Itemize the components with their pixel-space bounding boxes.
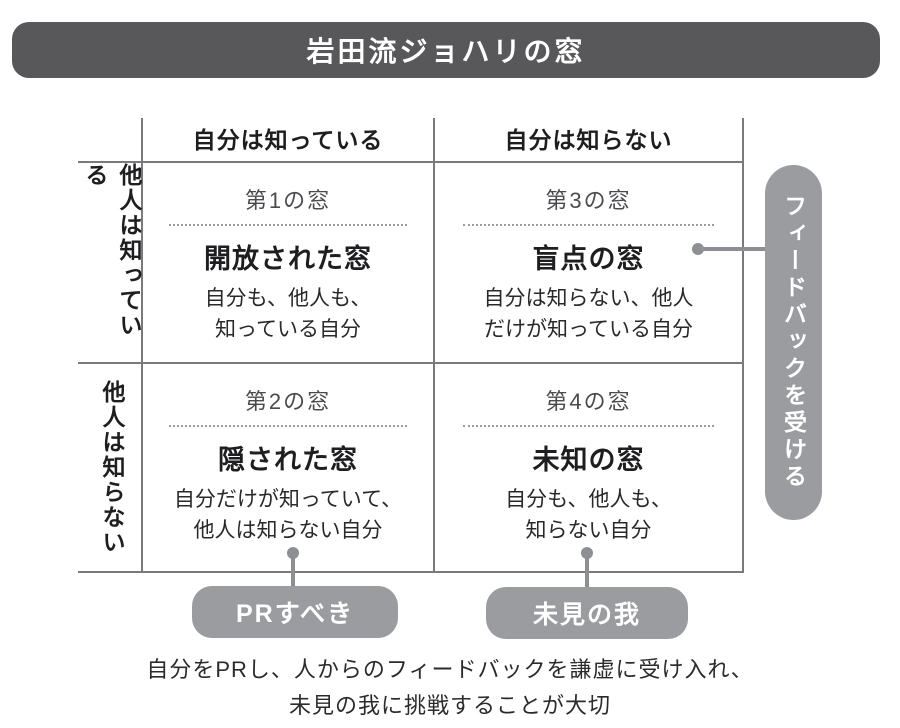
quadrant-unknown-window: 第4の窓 未知の窓 自分も、他人も、 知らない自分 [435, 364, 742, 570]
dotted-divider [462, 224, 715, 226]
feedback-callout-label: フィードバックを受ける [780, 194, 807, 491]
quadrant-number: 第4の窓 [545, 389, 632, 414]
quadrant-open-window: 第1の窓 開放された窓 自分も、他人も、 知っている自分 [143, 163, 433, 361]
quadrant-number: 第2の窓 [244, 389, 332, 414]
quadrant-name: 未知の窓 [532, 445, 645, 475]
grid-hline-middle [78, 362, 744, 364]
connector-line-feedback [698, 247, 766, 251]
grid-vline-right [742, 118, 744, 573]
quadrant-blind-spot-window: 第3の窓 盲点の窓 自分は知らない、他人 だけが知っている自分 [435, 163, 742, 361]
dotted-divider [169, 425, 407, 427]
grid-hline-bottom [78, 571, 744, 573]
column-header-self-unknown: 自分は知らない [504, 127, 673, 153]
grid-vline-middle [433, 118, 435, 573]
quadrant-name: 開放された窓 [204, 244, 372, 274]
feedback-callout-pill: フィードバックを受ける [765, 165, 822, 520]
quadrant-number: 第3の窓 [545, 188, 632, 213]
pr-callout-pill: PRすべき [192, 586, 398, 638]
quadrant-hidden-window: 第2の窓 隠された窓 自分だけが知っていて、 他人は知らない自分 [143, 364, 433, 570]
quadrant-description: 自分は知らない、他人 だけが知っている自分 [483, 287, 694, 341]
quadrant-description: 自分だけが知っていて、 他人は知らない自分 [173, 488, 403, 542]
pr-callout-label: PRすべき [236, 600, 354, 628]
quadrant-number: 第1の窓 [244, 188, 332, 213]
connector-line-pr [291, 553, 295, 587]
grid-hline-top [78, 161, 744, 163]
caption-text: 自分をPRし、人からのフィードバックを謙虚に受け入れ、 未見の我に挑戦することが… [146, 657, 754, 718]
diagram-title: 岩田流ジョハリの窓 [306, 36, 586, 67]
quadrant-name: 隠された窓 [218, 445, 358, 475]
row-header-others-know: 他人は知っている [82, 163, 142, 338]
miken-callout-pill: 未見の我 [486, 587, 688, 639]
connector-line-miken [585, 553, 589, 587]
dotted-divider [462, 425, 715, 427]
dotted-divider [169, 224, 407, 226]
grid-vline-left [141, 118, 143, 573]
diagram-title-bar: 岩田流ジョハリの窓 [12, 22, 880, 78]
column-header-self-knows: 自分は知っている [192, 127, 384, 153]
quadrant-description: 自分も、他人も、 知らない自分 [505, 488, 672, 542]
miken-callout-label: 未見の我 [532, 601, 641, 629]
quadrant-description: 自分も、他人も、 知っている自分 [204, 287, 372, 341]
quadrant-name: 盲点の窓 [532, 244, 645, 274]
row-header-others-unknown: 他人は知らない [99, 379, 125, 555]
